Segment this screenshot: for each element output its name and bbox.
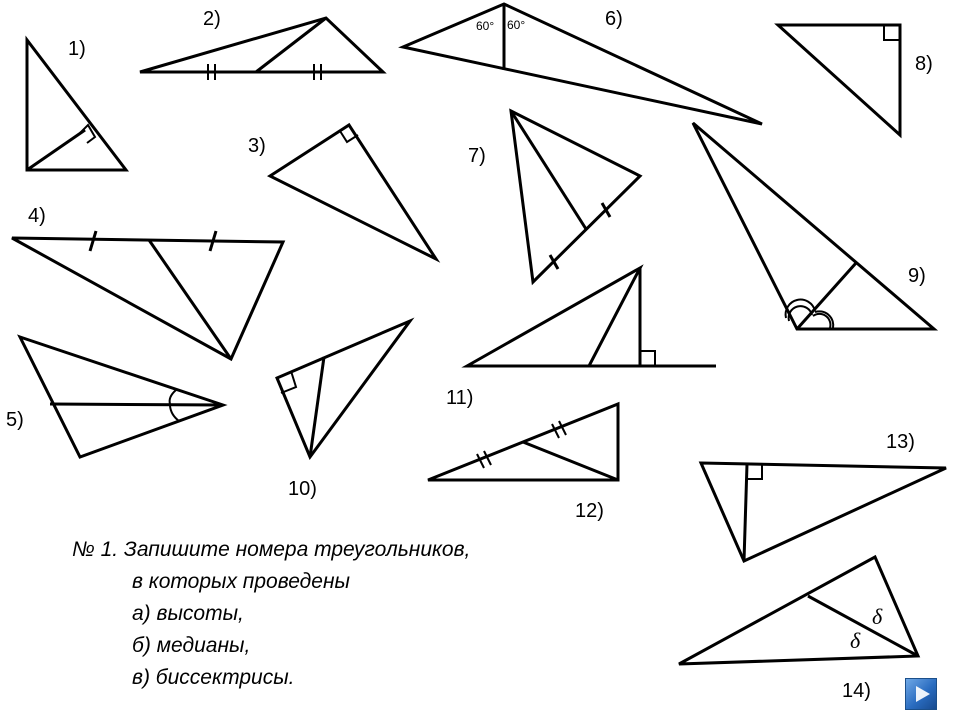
triangle-1: 1) [25, 35, 130, 172]
triangle-2: 2) [139, 8, 387, 80]
label-11: 11) [446, 387, 473, 409]
delta-mark-lower: δ [850, 628, 861, 653]
label-1: 1) [68, 38, 86, 60]
triangle-3: 3) [248, 122, 441, 263]
triangle-9: 9) [691, 121, 939, 331]
triangle-11: 11) [446, 264, 716, 409]
label-6: 6) [605, 8, 623, 30]
label-4: 4) [28, 205, 46, 227]
triangle-5: 5) [6, 334, 228, 459]
label-8: 8) [915, 53, 933, 75]
angle-right: 60° [507, 18, 525, 32]
task-option-b: б) медианы, [132, 634, 251, 657]
triangle-14: δ δ 14) [678, 554, 921, 702]
label-7: 7) [468, 145, 486, 167]
label-10: 10) [288, 478, 317, 500]
delta-mark-upper: δ [872, 604, 883, 629]
triangle-8: 8) [774, 23, 933, 139]
label-3: 3) [248, 135, 266, 157]
triangle-12: 12) [427, 401, 620, 522]
label-2: 2) [203, 8, 221, 30]
label-9: 9) [908, 265, 926, 287]
triangle-13: 13) [698, 431, 947, 564]
triangle-10: 10) [275, 317, 415, 500]
task-option-c: в) биссектрисы. [132, 666, 295, 689]
task-line-2: в которых проведены [132, 570, 350, 593]
triangle-7: 7) [468, 108, 643, 286]
label-13: 13) [886, 431, 915, 453]
next-slide-button[interactable] [905, 678, 937, 710]
label-14: 14) [842, 680, 871, 702]
task-option-a: а) высоты, [132, 602, 244, 625]
label-12: 12) [575, 500, 604, 522]
label-5: 5) [6, 409, 24, 431]
angle-left: 60° [476, 19, 494, 33]
next-arrow-icon [916, 686, 930, 702]
triangle-6: 60° 60° 6) [398, 2, 763, 126]
task-text: № 1. Запишите номера треугольников, в ко… [72, 534, 470, 694]
triangle-4: 4) [11, 205, 286, 362]
task-heading: № 1. Запишите номера треугольников, [72, 538, 471, 561]
